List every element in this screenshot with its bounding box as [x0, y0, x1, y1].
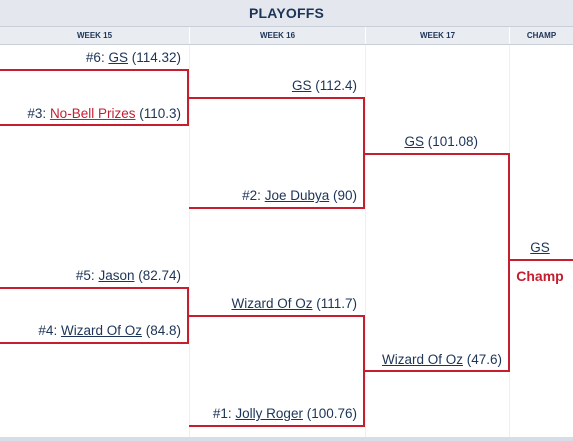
bottom-border [0, 437, 573, 441]
bracket-line [365, 153, 510, 155]
seed-label: #1: [212, 406, 236, 421]
bracket-line [0, 342, 189, 344]
bracket-line [365, 370, 510, 372]
team-link[interactable]: Wizard Of Oz [381, 352, 463, 367]
champion-label: Champ [516, 268, 564, 284]
week-header-row: WEEK 15 WEEK 16 WEEK 17 CHAMP [0, 27, 573, 45]
bracket-line [189, 315, 365, 317]
bracket-line [187, 69, 189, 126]
team-score: (110.3) [135, 106, 181, 121]
column-week15-bg [0, 45, 190, 437]
matchup-entry-week16: #2: Joe Dubya (90) [190, 188, 357, 204]
bracket-line [510, 259, 573, 261]
champion-team-link[interactable]: GS [530, 240, 550, 255]
matchup-entry-week15: #3: No-Bell Prizes (110.3) [0, 106, 181, 122]
team-score: (101.08) [423, 134, 478, 149]
column-week16-bg [190, 45, 366, 437]
team-score: (112.4) [311, 78, 357, 93]
bracket-line [0, 124, 189, 126]
matchup-entry-week17: GS (101.08) [366, 134, 478, 150]
column-header-week15: WEEK 15 [0, 27, 190, 44]
team-link[interactable]: Wizard Of Oz [231, 296, 313, 311]
team-score: (84.8) [141, 323, 181, 338]
team-link[interactable]: Jolly Roger [235, 406, 303, 421]
team-link[interactable]: GS [108, 50, 128, 65]
matchup-entry-week15: #6: GS (114.32) [0, 50, 181, 66]
matchup-entry-week16: Wizard Of Oz (111.7) [190, 296, 357, 312]
seed-label: #2: [242, 188, 265, 203]
matchup-entry-week17: Wizard Of Oz (47.6) [366, 352, 502, 368]
bracket-line [187, 287, 189, 344]
team-score: (111.7) [312, 296, 357, 311]
team-link[interactable]: GS [291, 78, 312, 93]
playoffs-title-bar: PLAYOFFS [0, 0, 573, 27]
matchup-entry-week15: #4: Wizard Of Oz (84.8) [0, 323, 181, 339]
team-link[interactable]: No-Bell Prizes [49, 106, 136, 121]
bracket-line [0, 69, 189, 71]
matchup-entry-week16: #1: Jolly Roger (100.76) [190, 406, 357, 422]
column-header-week17: WEEK 17 [366, 27, 510, 44]
matchup-entry-week15: #5: Jason (82.74) [0, 268, 181, 284]
team-score: (82.74) [134, 268, 181, 283]
column-header-champ: CHAMP [526, 31, 557, 40]
bracket-line [189, 425, 365, 427]
bracket-line [363, 97, 365, 209]
bracket-line [0, 287, 189, 289]
team-score: (47.6) [462, 352, 502, 367]
team-score: (100.76) [302, 406, 357, 421]
seed-label: #6: [85, 50, 109, 65]
seed-label: #5: [75, 268, 99, 283]
matchup-entry-week16: GS (112.4) [190, 78, 357, 94]
column-week17-bg [366, 45, 510, 437]
bracket-line [189, 97, 365, 99]
seed-label: #3: [27, 106, 50, 121]
bracket-line [189, 207, 365, 209]
team-link[interactable]: Wizard Of Oz [60, 323, 142, 338]
bracket-line [363, 315, 365, 427]
bracket-line [508, 153, 510, 372]
champion-entry: GS [510, 240, 570, 256]
team-link[interactable]: GS [404, 134, 424, 149]
playoffs-title: PLAYOFFS [249, 5, 324, 21]
team-score: (114.32) [127, 50, 181, 65]
team-score: (90) [329, 188, 357, 203]
column-header-week16: WEEK 16 [190, 27, 366, 44]
team-link[interactable]: Jason [98, 268, 135, 283]
seed-label: #4: [38, 323, 61, 338]
team-link[interactable]: Joe Dubya [264, 188, 330, 203]
